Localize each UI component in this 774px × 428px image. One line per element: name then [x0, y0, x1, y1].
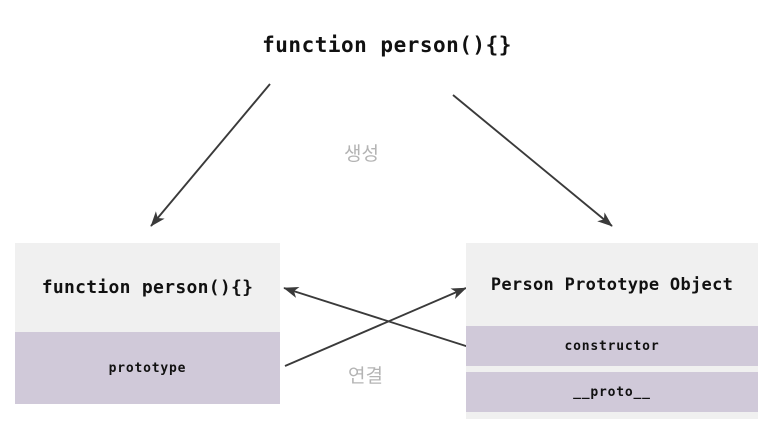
function-object-box: function person(){} prototype — [15, 243, 280, 404]
prototype-object-row-proto: __proto__ — [466, 372, 758, 412]
arrow-function-to-prototype — [284, 287, 467, 367]
arrow-create-to-prototype — [452, 94, 613, 227]
page-title: function person(){} — [262, 33, 512, 57]
arrow-create-to-function — [150, 83, 271, 227]
row-divider — [466, 366, 758, 372]
prototype-object-row-constructor: constructor — [466, 326, 758, 366]
box-bottom-padding — [466, 412, 758, 419]
arrow-prototype-to-function — [283, 286, 470, 348]
prototype-object-box: Person Prototype Object constructor __pr… — [466, 243, 758, 419]
annotation-link: 연결 — [348, 365, 383, 387]
annotation-create: 생성 — [344, 143, 379, 165]
function-object-row-prototype: prototype — [15, 332, 280, 404]
prototype-object-header: Person Prototype Object — [490, 274, 734, 295]
function-object-header: function person(){} — [41, 277, 254, 298]
